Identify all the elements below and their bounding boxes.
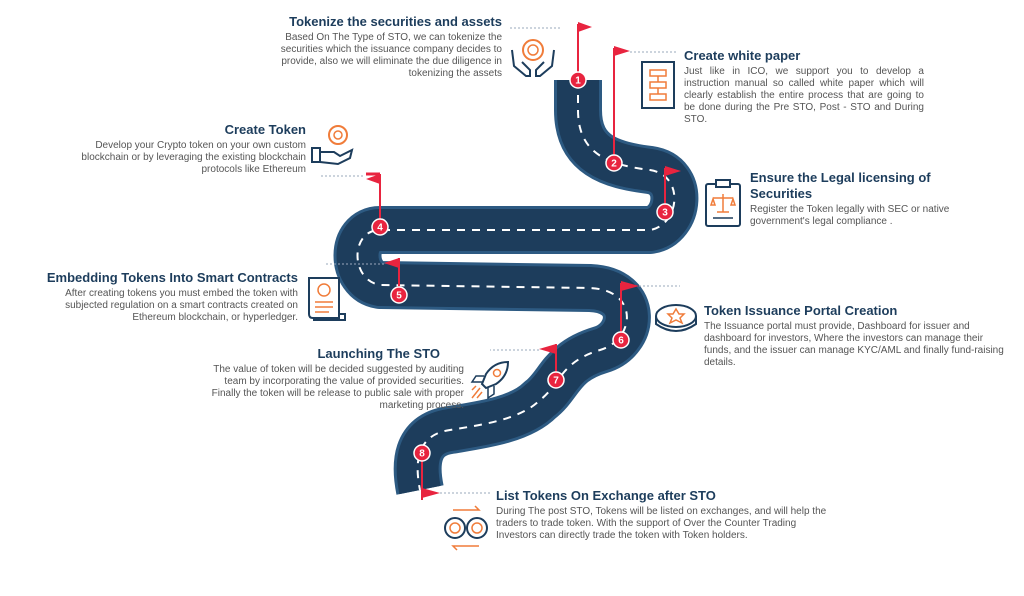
step-marker-3: 3 [656, 203, 674, 221]
step-marker-number: 2 [611, 159, 617, 170]
hand-coin-icon [311, 125, 354, 166]
step-1: Tokenize the securities and assets Based… [262, 14, 502, 80]
step-8-desc: During The post STO, Tokens will be list… [496, 506, 827, 541]
step-marker-number: 5 [396, 291, 402, 302]
clipboard-scales-icon [705, 179, 741, 227]
step-marker-6: 6 [612, 331, 630, 349]
step-marker-number: 7 [553, 376, 559, 387]
step-3: Ensure the Legal licensing of Securities… [750, 170, 950, 228]
step-6-title: Token Issuance Portal Creation [704, 303, 898, 318]
coin-stack-icon [655, 304, 697, 332]
step-6: Token Issuance Portal Creation The Issua… [704, 303, 1004, 369]
rocket-icon [470, 360, 510, 400]
step-5-title: Embedding Tokens Into Smart Contracts [46, 270, 298, 285]
step-8-title: List Tokens On Exchange after STO [496, 488, 716, 503]
step-marker-5: 5 [390, 286, 408, 304]
step-4-desc: Develop your Crypto token on your own cu… [81, 140, 306, 175]
coin-exchange-icon [444, 505, 488, 551]
step-5-desc: After creating tokens you must embed the… [65, 288, 298, 323]
flag-1 [577, 22, 592, 80]
step-1-desc: Based On The Type of STO, we can tokeniz… [280, 32, 502, 79]
step-marker-number: 8 [419, 449, 425, 460]
step-marker-number: 1 [575, 76, 581, 87]
step-marker-number: 4 [377, 223, 383, 234]
road-dashes [356, 80, 676, 491]
step-marker-number: 3 [662, 208, 668, 219]
step-8: List Tokens On Exchange after STO During… [496, 488, 836, 542]
step-4-title: Create Token [224, 122, 306, 137]
step-marker-8: 8 [413, 444, 431, 462]
step-marker-7: 7 [547, 371, 565, 389]
step-7: Launching The STO The value of token wil… [206, 346, 464, 412]
step-5: Embedding Tokens Into Smart Contracts Af… [20, 270, 298, 324]
step-6-desc: The Issuance portal must provide, Dashbo… [704, 321, 1004, 368]
step-marker-number: 6 [618, 336, 624, 347]
connector-lines [320, 27, 680, 494]
step-2-title: Create white paper [684, 48, 801, 63]
step-3-title: Ensure the Legal licensing of Securities [750, 170, 931, 201]
step-1-title: Tokenize the securities and assets [289, 14, 502, 29]
step-2: Create white paper Just like in ICO, we … [684, 48, 924, 126]
step-7-title: Launching The STO [317, 346, 440, 361]
whitepaper-document-icon [641, 61, 675, 109]
step-marker-1: 1 [569, 71, 587, 89]
step-marker-2: 2 [605, 154, 623, 172]
step-3-desc: Register the Token legally with SEC or n… [750, 204, 950, 227]
step-marker-4: 4 [371, 218, 389, 236]
scroll-contract-icon [308, 277, 346, 321]
step-2-desc: Just like in ICO, we support you to deve… [684, 66, 924, 125]
step-7-desc: The value of token will be decided sugge… [211, 364, 464, 411]
step-4: Create Token Develop your Crypto token o… [52, 122, 306, 176]
flag-6 [620, 281, 639, 340]
hands-token-icon [511, 39, 555, 77]
flag-2 [613, 46, 630, 163]
flag-4 [366, 172, 381, 226]
